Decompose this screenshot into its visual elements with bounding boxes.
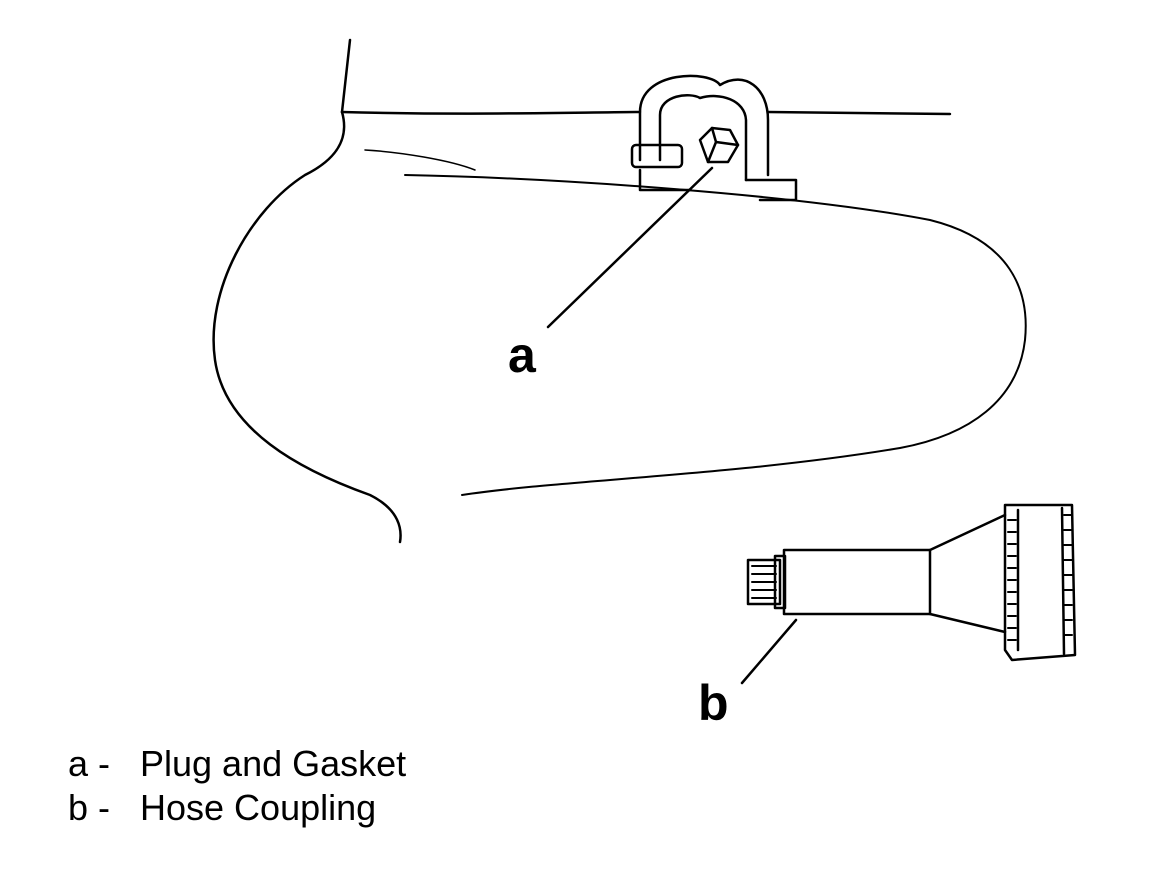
leader-line-b — [740, 618, 798, 685]
gearcase-housing — [212, 38, 1027, 544]
legend-key: a — [68, 743, 89, 784]
legend-text: Plug and Gasket — [140, 743, 407, 784]
hose-coupling — [746, 503, 1077, 662]
legend: a - Plug and Gasket b - Hose Coupling — [68, 742, 406, 830]
legend-separator: - — [98, 743, 110, 784]
legend-key: b — [68, 787, 89, 828]
legend-text: Hose Coupling — [140, 787, 377, 828]
legend-item-plug-and-gasket: a - Plug and Gasket — [68, 742, 406, 786]
legend-item-hose-coupling: b - Hose Coupling — [68, 786, 406, 830]
legend-separator: - — [98, 787, 110, 828]
plug-and-gasket — [630, 74, 798, 202]
leader-line-a — [546, 166, 714, 329]
callout-label-b: b — [698, 675, 729, 731]
callout-label-a: a — [508, 327, 536, 383]
